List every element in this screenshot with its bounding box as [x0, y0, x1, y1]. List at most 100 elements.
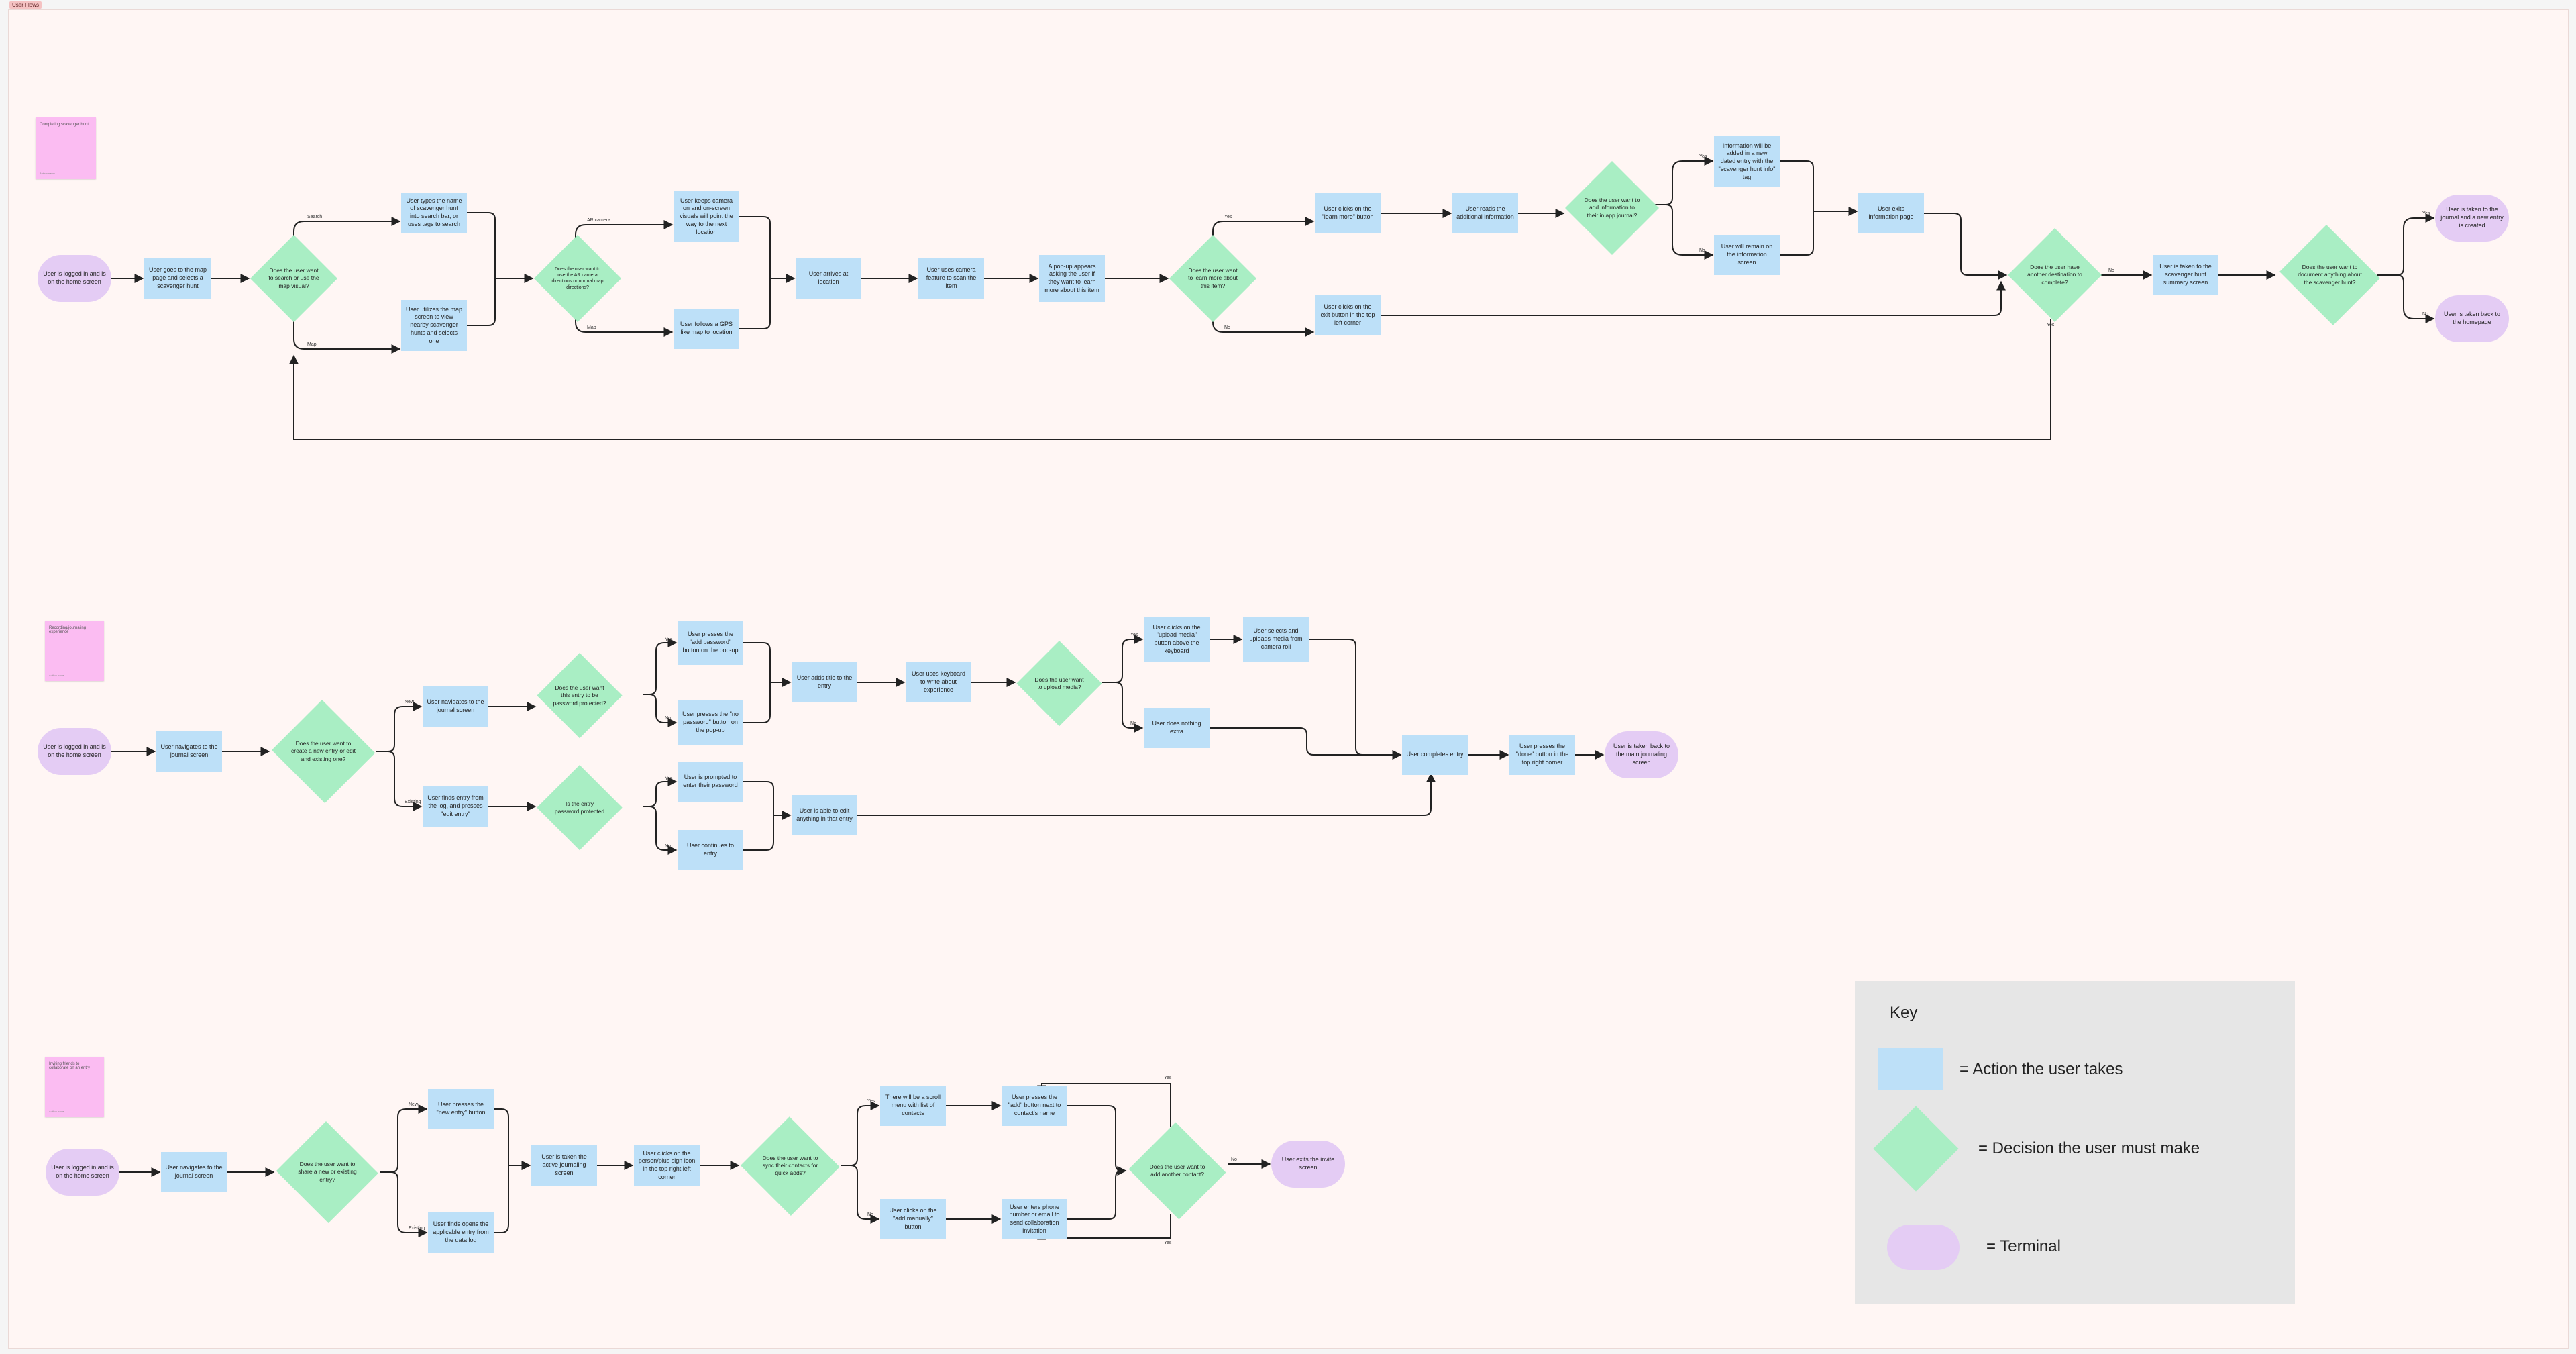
edge [857, 772, 1436, 816]
key-panel: Key = Action the user takes = Decision t… [1855, 981, 2295, 1304]
frame-label: User Flows [9, 1, 42, 9]
edge-label: New [409, 1102, 419, 1107]
edge-label: Yes [2047, 323, 2055, 327]
sticky-note-text: Recording/journaling experience [49, 626, 87, 634]
edge [1652, 204, 1714, 260]
action-box: User keeps camera on and on-screen visua… [674, 191, 739, 242]
action-box: User arrives at location [796, 258, 861, 299]
action-box: User clicks on the person/plus sign icon… [634, 1145, 700, 1186]
terminal-start: User is logged in and is on the home scr… [46, 1149, 119, 1196]
action-box: User enters phone number or email to sen… [1002, 1199, 1067, 1239]
action-box: User types the name of scavenger hunt in… [401, 193, 467, 233]
decision-diamond: Does the user want to add another contac… [1127, 1124, 1228, 1218]
edge [380, 1104, 428, 1173]
edge [2377, 274, 2435, 323]
action-box: User exits information page [1858, 193, 1924, 233]
action-box: User clicks on the "add manually" button [880, 1199, 946, 1239]
action-box: User navigates to the journal screen [161, 1152, 227, 1192]
action-box: User finds opens the applicable entry fr… [428, 1212, 494, 1253]
action-box: User does nothing extra [1144, 708, 1210, 748]
decision-diamond: Does the user want to sync their contact… [740, 1117, 841, 1214]
terminal-start: User is logged in and is on the home scr… [38, 728, 111, 775]
edge [1924, 213, 2008, 280]
flow-canvas: Completing scavenger hunt Author name Re… [8, 9, 2569, 1349]
decision-diamond: Does the user want to learn more about t… [1169, 235, 1256, 322]
edge [293, 315, 401, 354]
decision-diamond: Does the user want to search or use the … [250, 235, 337, 322]
action-box: User is taken the active journaling scre… [531, 1145, 597, 1186]
action-box: User completes entry [1402, 735, 1468, 775]
action-box: User presses the "add" button next to co… [1002, 1086, 1067, 1126]
key-action-swatch [1878, 1048, 1943, 1090]
sticky-note-text: Completing scavenger hunt [40, 123, 89, 127]
action-box: User is able to edit anything in that en… [792, 795, 857, 835]
action-box: User clicks on the "upload media" button… [1144, 617, 1210, 662]
action-box: User selects and uploads media from came… [1243, 617, 1309, 662]
edge-label: New [405, 700, 415, 705]
edge [841, 1165, 880, 1224]
sticky-note: Completing scavenger hunt Author name [36, 117, 96, 179]
edge-label: No [1130, 721, 1136, 726]
edge [1381, 280, 2006, 316]
edge-label: Yes [665, 637, 673, 642]
edge-label: Existing [405, 800, 421, 804]
action-box: User is prompted to enter their password [678, 762, 743, 802]
edge [1067, 1105, 1127, 1176]
terminal-end: User exits the invite screen [1271, 1141, 1345, 1188]
edge [467, 274, 534, 326]
edge [739, 274, 796, 329]
edge [376, 751, 423, 811]
edge-label: No [1224, 325, 1230, 330]
terminal-end: User is taken to the journal and a new e… [2435, 195, 2509, 242]
edge-label: Map [587, 325, 596, 330]
edge [1102, 682, 1144, 733]
edge-label: Map [307, 342, 317, 347]
edge [1652, 156, 1714, 205]
action-box: User presses the "new entry" button [428, 1089, 494, 1129]
key-decision-label: = Decision the user must make [1978, 1139, 2200, 1157]
edge [575, 315, 674, 337]
edge [643, 694, 678, 727]
edge-label: Yes [1699, 154, 1707, 159]
edge [743, 678, 792, 723]
edge-label: No [1699, 248, 1705, 253]
edge-label: Yes [665, 776, 673, 781]
action-box: User navigates to the journal screen [423, 686, 488, 727]
edge [841, 1101, 880, 1166]
edge-label: Search [307, 215, 323, 219]
edge [743, 811, 792, 851]
terminal-end: User is taken back to the homepage [2435, 295, 2509, 342]
action-box: User utilizes the map screen to view nea… [401, 300, 467, 351]
edge [467, 212, 534, 283]
edge-label: No [2422, 312, 2428, 317]
action-box: User will remain on the information scre… [1714, 235, 1780, 275]
action-box: User follows a GPS like map to location [674, 309, 739, 349]
action-box: User goes to the map page and selects a … [144, 258, 211, 299]
decision-diamond: Does the user want to share a new or exi… [275, 1123, 380, 1222]
edge [643, 806, 678, 855]
action-box: User clicks on the "learn more" button [1315, 193, 1381, 233]
key-terminal-swatch [1887, 1225, 1960, 1270]
sticky-note-footer: Author name [40, 172, 55, 175]
action-box: User presses the "add password" button o… [678, 621, 743, 665]
edge [1212, 315, 1315, 337]
action-box: User reads the additional information [1452, 193, 1518, 233]
edge [1780, 160, 1858, 216]
edge [643, 777, 678, 807]
key-terminal-label: = Terminal [1986, 1237, 2061, 1255]
key-action-label: = Action the user takes [1960, 1060, 2123, 1078]
edge-label: No [2108, 268, 2114, 273]
edge [376, 702, 423, 752]
edge [1780, 207, 1858, 256]
terminal-end: User is taken back to the main journalin… [1605, 731, 1678, 778]
decision-diamond: Does the user want to use the AR camera … [534, 235, 621, 322]
action-box: User navigates to the journal screen [156, 731, 222, 772]
action-box: User finds entry from the log, and press… [423, 786, 488, 827]
action-box: User presses the "no password" button on… [678, 700, 743, 745]
edge-label: Yes [2422, 211, 2430, 216]
edge [289, 319, 2051, 440]
sticky-note-footer: Author name [49, 1110, 64, 1113]
edge-label: Existing [409, 1226, 425, 1231]
action-box: There will be a scroll menu with list of… [880, 1086, 946, 1126]
decision-diamond: Does the user want this entry to be pass… [537, 653, 623, 739]
